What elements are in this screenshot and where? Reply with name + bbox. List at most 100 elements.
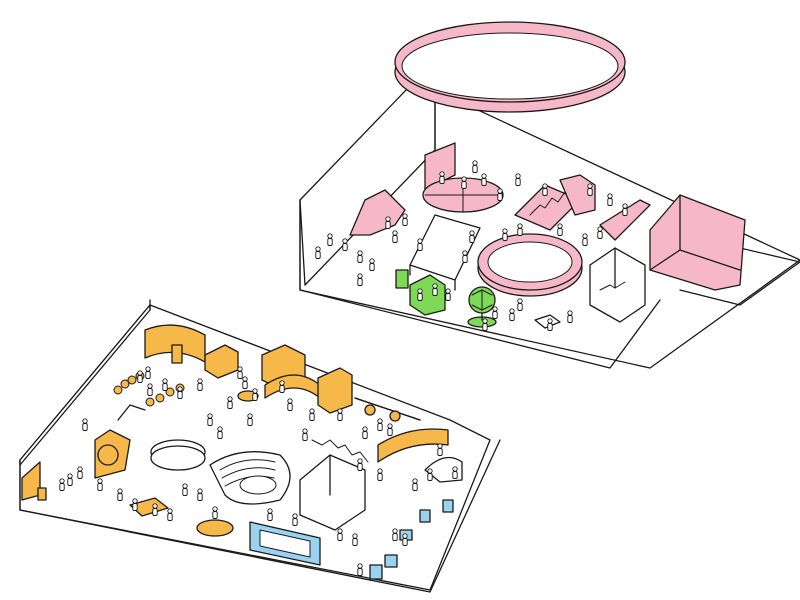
visitor-figure — [597, 226, 603, 239]
visitor-figure — [622, 203, 628, 216]
visitor-figure — [287, 398, 293, 411]
visitor-figure — [567, 310, 573, 323]
visitor-figure — [97, 478, 103, 491]
visitor-figure — [402, 533, 408, 546]
visitor-figure — [432, 283, 438, 296]
orange-table-2 — [196, 519, 234, 537]
visitor-figure — [252, 388, 258, 401]
floating-ring — [394, 21, 626, 113]
visitor-figure — [267, 508, 273, 521]
orange-ball — [127, 375, 137, 385]
visitor-figure — [77, 466, 83, 479]
visitor-figure — [67, 473, 73, 486]
visitor-figure — [452, 466, 458, 479]
visitor-figure — [497, 188, 503, 201]
visitor-figure — [481, 173, 487, 186]
orange-bench — [129, 497, 169, 517]
visitor-figure — [445, 288, 451, 301]
visitor-figure — [482, 318, 488, 331]
orange-ball — [120, 379, 130, 389]
orange-ball — [155, 393, 165, 403]
pink-wall-panel — [424, 142, 456, 191]
visitor-figure — [369, 258, 375, 271]
visitor-figure — [145, 366, 151, 379]
blue-kiosk-3 — [442, 499, 454, 513]
lower-visitors — [59, 366, 458, 576]
blue-kiosk-2 — [419, 509, 431, 523]
visitor-figure — [182, 483, 188, 496]
visitor-figure — [357, 273, 363, 286]
visitor-figure — [515, 173, 521, 186]
orange-ball — [113, 385, 123, 395]
visitor-figure — [342, 238, 348, 251]
visitor-figure — [59, 478, 65, 491]
visitor-figure — [517, 223, 523, 236]
visitor-figure — [437, 443, 443, 456]
visitor-figure — [427, 468, 433, 481]
pink-stair-block — [514, 174, 596, 231]
visitor-figure — [387, 423, 393, 436]
visitor-figure — [392, 230, 398, 243]
orange-ball — [165, 387, 175, 397]
visitor-figure — [212, 506, 218, 519]
visitor-figure — [417, 288, 423, 301]
visitor-figure — [392, 528, 398, 541]
visitor-figure — [337, 408, 343, 421]
visitor-figure — [607, 193, 613, 206]
visitor-figure — [492, 306, 498, 319]
visitor-figure — [247, 413, 253, 426]
visitor-figure — [462, 250, 468, 263]
blue-kiosk-4 — [369, 564, 383, 580]
visitor-figure — [469, 230, 475, 243]
visitor-figure — [402, 213, 408, 226]
visitor-figure — [412, 478, 418, 491]
pink-booth-left — [349, 189, 406, 236]
visitor-figure — [357, 458, 363, 471]
orange-cabinet — [317, 367, 353, 414]
visitor-figure — [587, 183, 593, 196]
visitor-figure — [117, 488, 123, 501]
visitor-figure — [302, 428, 308, 441]
green-geodesic-dome — [467, 286, 497, 328]
upper-floor — [299, 21, 800, 369]
visitor-figure — [472, 160, 478, 173]
visitor-figure — [315, 246, 321, 259]
visitor-figure — [439, 171, 445, 184]
visitor-figure — [461, 176, 467, 189]
visitor-figure — [152, 503, 158, 516]
lower-stair-box — [299, 439, 369, 531]
visitor-figure — [327, 233, 333, 246]
visitor-figure — [542, 183, 548, 196]
visitor-figure — [197, 378, 203, 391]
blue-kiosk-5 — [384, 554, 398, 568]
visitor-figure — [377, 418, 383, 431]
orange-robot-arm — [94, 404, 146, 479]
visitor-figure — [362, 426, 368, 439]
visitor-figure — [582, 233, 588, 246]
visitor-figure — [377, 468, 383, 481]
visitor-figure — [517, 298, 523, 311]
orange-pipe-track — [354, 397, 421, 422]
visitor-figure — [147, 383, 153, 396]
visitor-figure — [227, 396, 233, 409]
upper-visitors — [315, 160, 628, 331]
visitor-figure — [292, 513, 298, 526]
visitor-figure — [309, 408, 315, 421]
upper-room-enclosure — [409, 214, 481, 291]
visitor-figure — [237, 366, 243, 379]
open-frame-box — [589, 247, 646, 323]
pink-room-block — [649, 194, 746, 291]
visitor-figure — [417, 238, 423, 251]
pink-round-platform — [422, 177, 504, 213]
visitor-figure — [217, 426, 223, 439]
visitor-figure — [242, 376, 248, 389]
visitor-figure — [167, 508, 173, 521]
visitor-figure — [337, 528, 343, 541]
visitor-figure — [357, 563, 363, 576]
visitor-figure — [557, 223, 563, 236]
visitor-figure — [137, 370, 143, 383]
visitor-figure — [547, 318, 553, 331]
visitor-figure — [357, 250, 363, 263]
